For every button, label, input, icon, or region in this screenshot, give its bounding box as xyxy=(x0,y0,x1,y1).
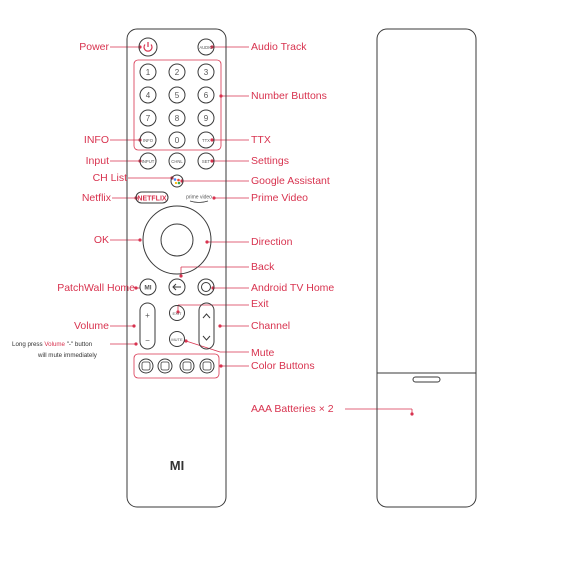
callout-patchwall-home: PatchWall Home xyxy=(57,282,135,294)
patchwall-home-button xyxy=(139,278,157,296)
volume-plus-icon: + xyxy=(145,311,150,320)
digit-button-5 xyxy=(168,86,186,104)
digit-label: 5 xyxy=(175,91,180,100)
info-button-label: INFO xyxy=(143,138,154,143)
digit-label: 2 xyxy=(175,68,180,77)
remote-back-body xyxy=(376,28,477,508)
leader-lines xyxy=(110,46,413,414)
ttx-button-label: TTX xyxy=(202,138,210,143)
netflix-button xyxy=(135,191,169,204)
callout-ok: OK xyxy=(93,234,109,246)
input-button xyxy=(139,152,157,170)
callout-power: Power xyxy=(79,41,109,53)
remote-back xyxy=(376,28,477,508)
remote-body xyxy=(126,28,227,508)
callout-settings: Settings xyxy=(251,155,289,167)
callout-prime-video: Prime Video xyxy=(251,192,309,204)
callout-audio-track: Audio Track xyxy=(251,41,307,53)
digit-button-2 xyxy=(168,63,186,81)
color-button-blue xyxy=(199,358,215,374)
ch-list-button xyxy=(168,152,186,170)
channel-rocker xyxy=(198,302,215,350)
digit-button-7 xyxy=(139,109,157,127)
channel-down-icon xyxy=(202,335,211,341)
info-button xyxy=(139,131,157,149)
volume-mute-note: Long press Volume "-" button xyxy=(12,341,92,349)
volume-mute-note-line2: will mute immediately xyxy=(38,352,97,359)
digit-label: 6 xyxy=(204,91,209,100)
number-buttons-frame xyxy=(133,59,222,151)
digit-label: 7 xyxy=(146,114,151,123)
chnl-button-label: CHNL xyxy=(171,159,183,164)
digit-button-8 xyxy=(168,109,186,127)
channel-up-icon xyxy=(202,313,211,319)
callout-number-buttons: Number Buttons xyxy=(251,90,327,102)
callout-exit: Exit xyxy=(251,298,269,310)
callout-google-assistant: Google Assistant xyxy=(251,175,330,187)
google-assistant-button xyxy=(170,174,184,188)
digit-button-6 xyxy=(197,86,215,104)
power-button xyxy=(138,37,158,57)
note-middle: "-" button xyxy=(64,341,93,348)
digit-label: 8 xyxy=(175,114,180,123)
ttx-button xyxy=(197,131,215,149)
digit-label: 0 xyxy=(175,136,180,145)
color-buttons-frame xyxy=(133,353,220,379)
digit-button-9 xyxy=(197,109,215,127)
mute-button xyxy=(169,331,185,347)
volume-minus-icon: − xyxy=(145,336,150,345)
color-button-yellow xyxy=(179,358,195,374)
android-tv-home-button xyxy=(197,278,215,296)
callout-ch-list: CH List xyxy=(92,172,127,184)
note-prefix: Long press xyxy=(12,341,45,348)
callout-info: INFO xyxy=(83,134,109,146)
exit-button-label: EXIT xyxy=(173,311,182,316)
digit-button-0 xyxy=(168,131,186,149)
digit-label: 3 xyxy=(204,68,209,77)
direction-pad xyxy=(142,205,212,275)
exit-button xyxy=(169,305,185,321)
remote-front xyxy=(126,28,227,508)
color-button-red xyxy=(138,358,154,374)
volume-rocker xyxy=(139,302,156,350)
back-button xyxy=(168,278,186,296)
set-button-label: SET xyxy=(202,159,211,164)
note-highlight: Volume xyxy=(44,341,65,348)
color-button-green xyxy=(157,358,173,374)
callout-batteries: AAA Batteries × 2 xyxy=(251,403,334,415)
digit-label: 1 xyxy=(146,68,151,77)
prime-video-logo: prime video xyxy=(186,195,212,201)
callout-android-tv-home: Android TV Home xyxy=(251,282,335,294)
audio-track-button xyxy=(197,38,215,56)
digit-button-4 xyxy=(139,86,157,104)
prime-smile-icon xyxy=(189,200,209,203)
callout-color-buttons: Color Buttons xyxy=(251,360,315,372)
digit-button-1 xyxy=(139,63,157,81)
power-icon xyxy=(143,42,153,52)
back-arrow-icon xyxy=(172,283,181,291)
callout-volume: Volume xyxy=(73,320,109,332)
digit-label: 4 xyxy=(146,91,151,100)
input-button-label: INPUT xyxy=(142,159,155,164)
mi-logo: MI xyxy=(170,458,184,473)
digit-button-3 xyxy=(197,63,215,81)
callout-channel: Channel xyxy=(251,320,291,332)
settings-button xyxy=(197,152,215,170)
google-assistant-icon xyxy=(173,178,181,185)
ok-button xyxy=(160,223,194,257)
netflix-logo: NETFLIX xyxy=(137,196,166,203)
digit-label: 9 xyxy=(204,114,209,123)
callout-input: Input xyxy=(85,155,109,167)
mute-button-label: MUTE xyxy=(171,337,183,342)
callout-mute: Mute xyxy=(251,347,275,359)
battery-cover-latch xyxy=(412,376,441,383)
callout-direction: Direction xyxy=(251,236,293,248)
callout-ttx: TTX xyxy=(251,134,271,146)
mi-button-label: MI xyxy=(144,285,151,292)
audio-button-label: AUDIO xyxy=(199,45,213,50)
android-tv-home-icon xyxy=(201,282,211,292)
callout-netflix: Netflix xyxy=(81,192,111,204)
callout-back: Back xyxy=(251,261,275,273)
